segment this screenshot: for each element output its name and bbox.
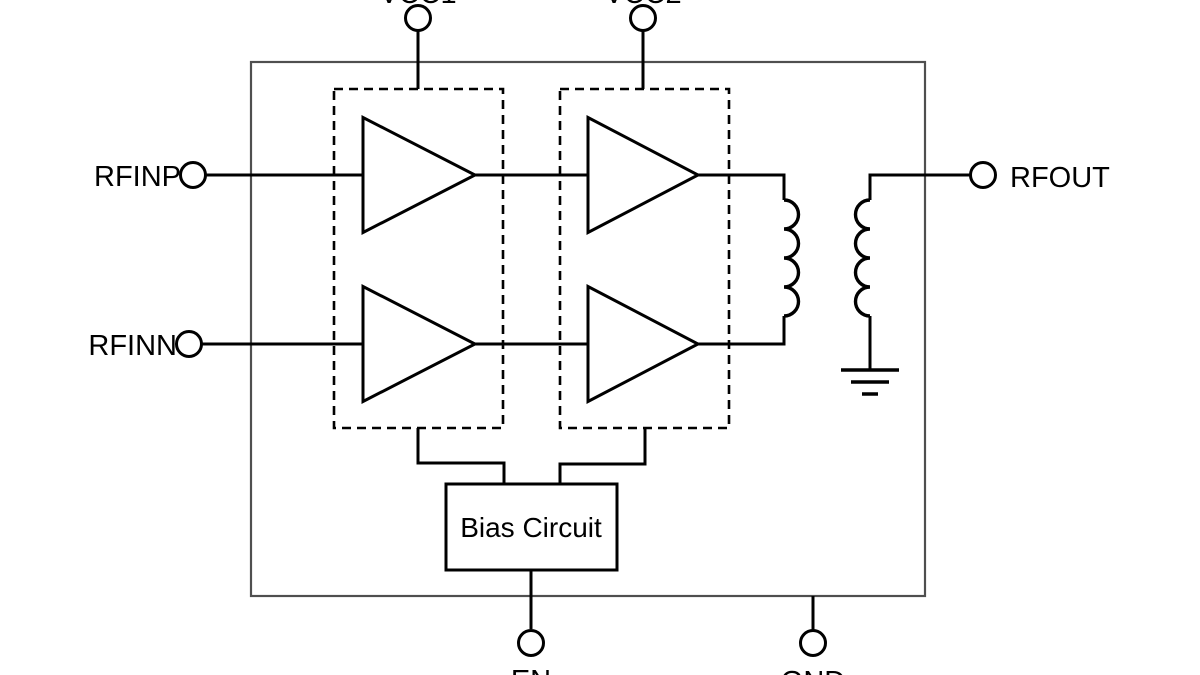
stage2-dashed-box [558,87,731,430]
bias-circuit-label: Bias Circuit [460,512,602,543]
en-pin [517,629,545,657]
transformer-secondary-coil [853,198,871,318]
amplifier-stage2-top [586,115,702,235]
output-bottom-wire [698,316,786,346]
vcc2-pin [629,4,657,32]
transformer-primary-coil [783,198,801,318]
bias-circuit-box [444,482,619,572]
rfinp-label: RFINP [94,161,181,193]
rfout-pin [969,161,997,189]
bias-wire-stage1 [416,428,506,484]
amplifier-stage1-bottom [361,284,479,404]
chip-boundary [249,60,927,598]
rfinn-pin [175,330,203,358]
en-label: EN [511,665,551,675]
output-top-wire [698,173,786,200]
vcc1-pin [404,4,432,32]
ground-symbol [841,368,899,396]
vcc2-label: VCC2 [604,0,681,10]
amplifier-stage2-bottom [586,284,702,404]
stage1-dashed-box [332,87,505,430]
rfinp-pin [179,161,207,189]
rfout-wire [868,173,971,200]
gnd-label: GND [781,666,845,675]
amplifier-stage1-top [361,115,479,235]
rfinn-label: RFINN [88,330,177,362]
bias-wire-stage2 [558,428,647,484]
gnd-pin [799,629,827,657]
rfout-label: RFOUT [1010,162,1110,194]
vcc1-label: VCC1 [379,0,456,10]
